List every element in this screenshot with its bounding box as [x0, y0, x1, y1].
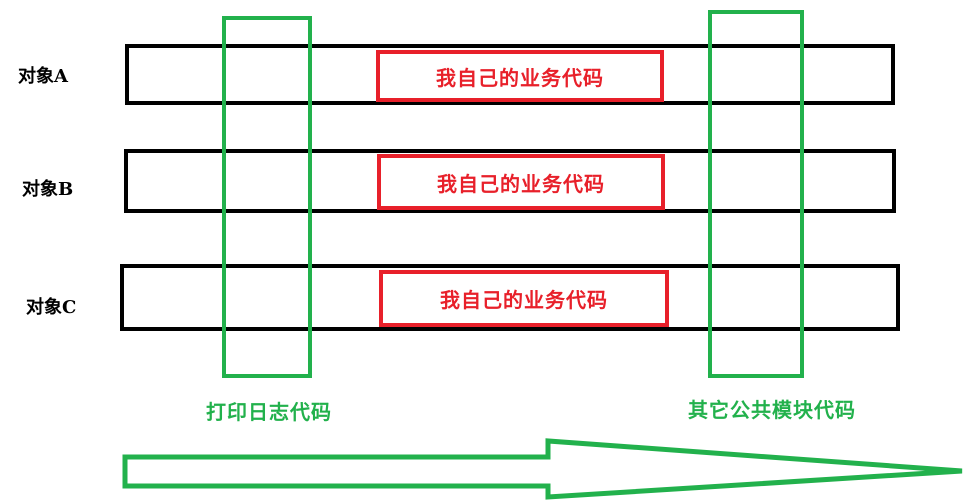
common-module-aspect-label: 其它公共模块代码 — [688, 398, 856, 422]
object-a-business-code: 我自己的业务代码 — [376, 50, 664, 102]
object-a-box — [125, 44, 895, 105]
flow-arrow-shape — [122, 438, 963, 500]
logging-aspect-box — [222, 16, 312, 378]
object-a-label: 对象A — [18, 66, 68, 87]
object-b-label: 对象B — [22, 179, 74, 200]
object-c-box — [120, 264, 900, 331]
object-b-business-code: 我自己的业务代码 — [377, 154, 665, 210]
object-b-box — [124, 149, 896, 213]
logging-aspect-label: 打印日志代码 — [206, 400, 332, 424]
object-c-label: 对象C — [26, 297, 77, 318]
object-c-business-code: 我自己的业务代码 — [379, 270, 669, 327]
common-module-aspect-box — [708, 10, 804, 378]
